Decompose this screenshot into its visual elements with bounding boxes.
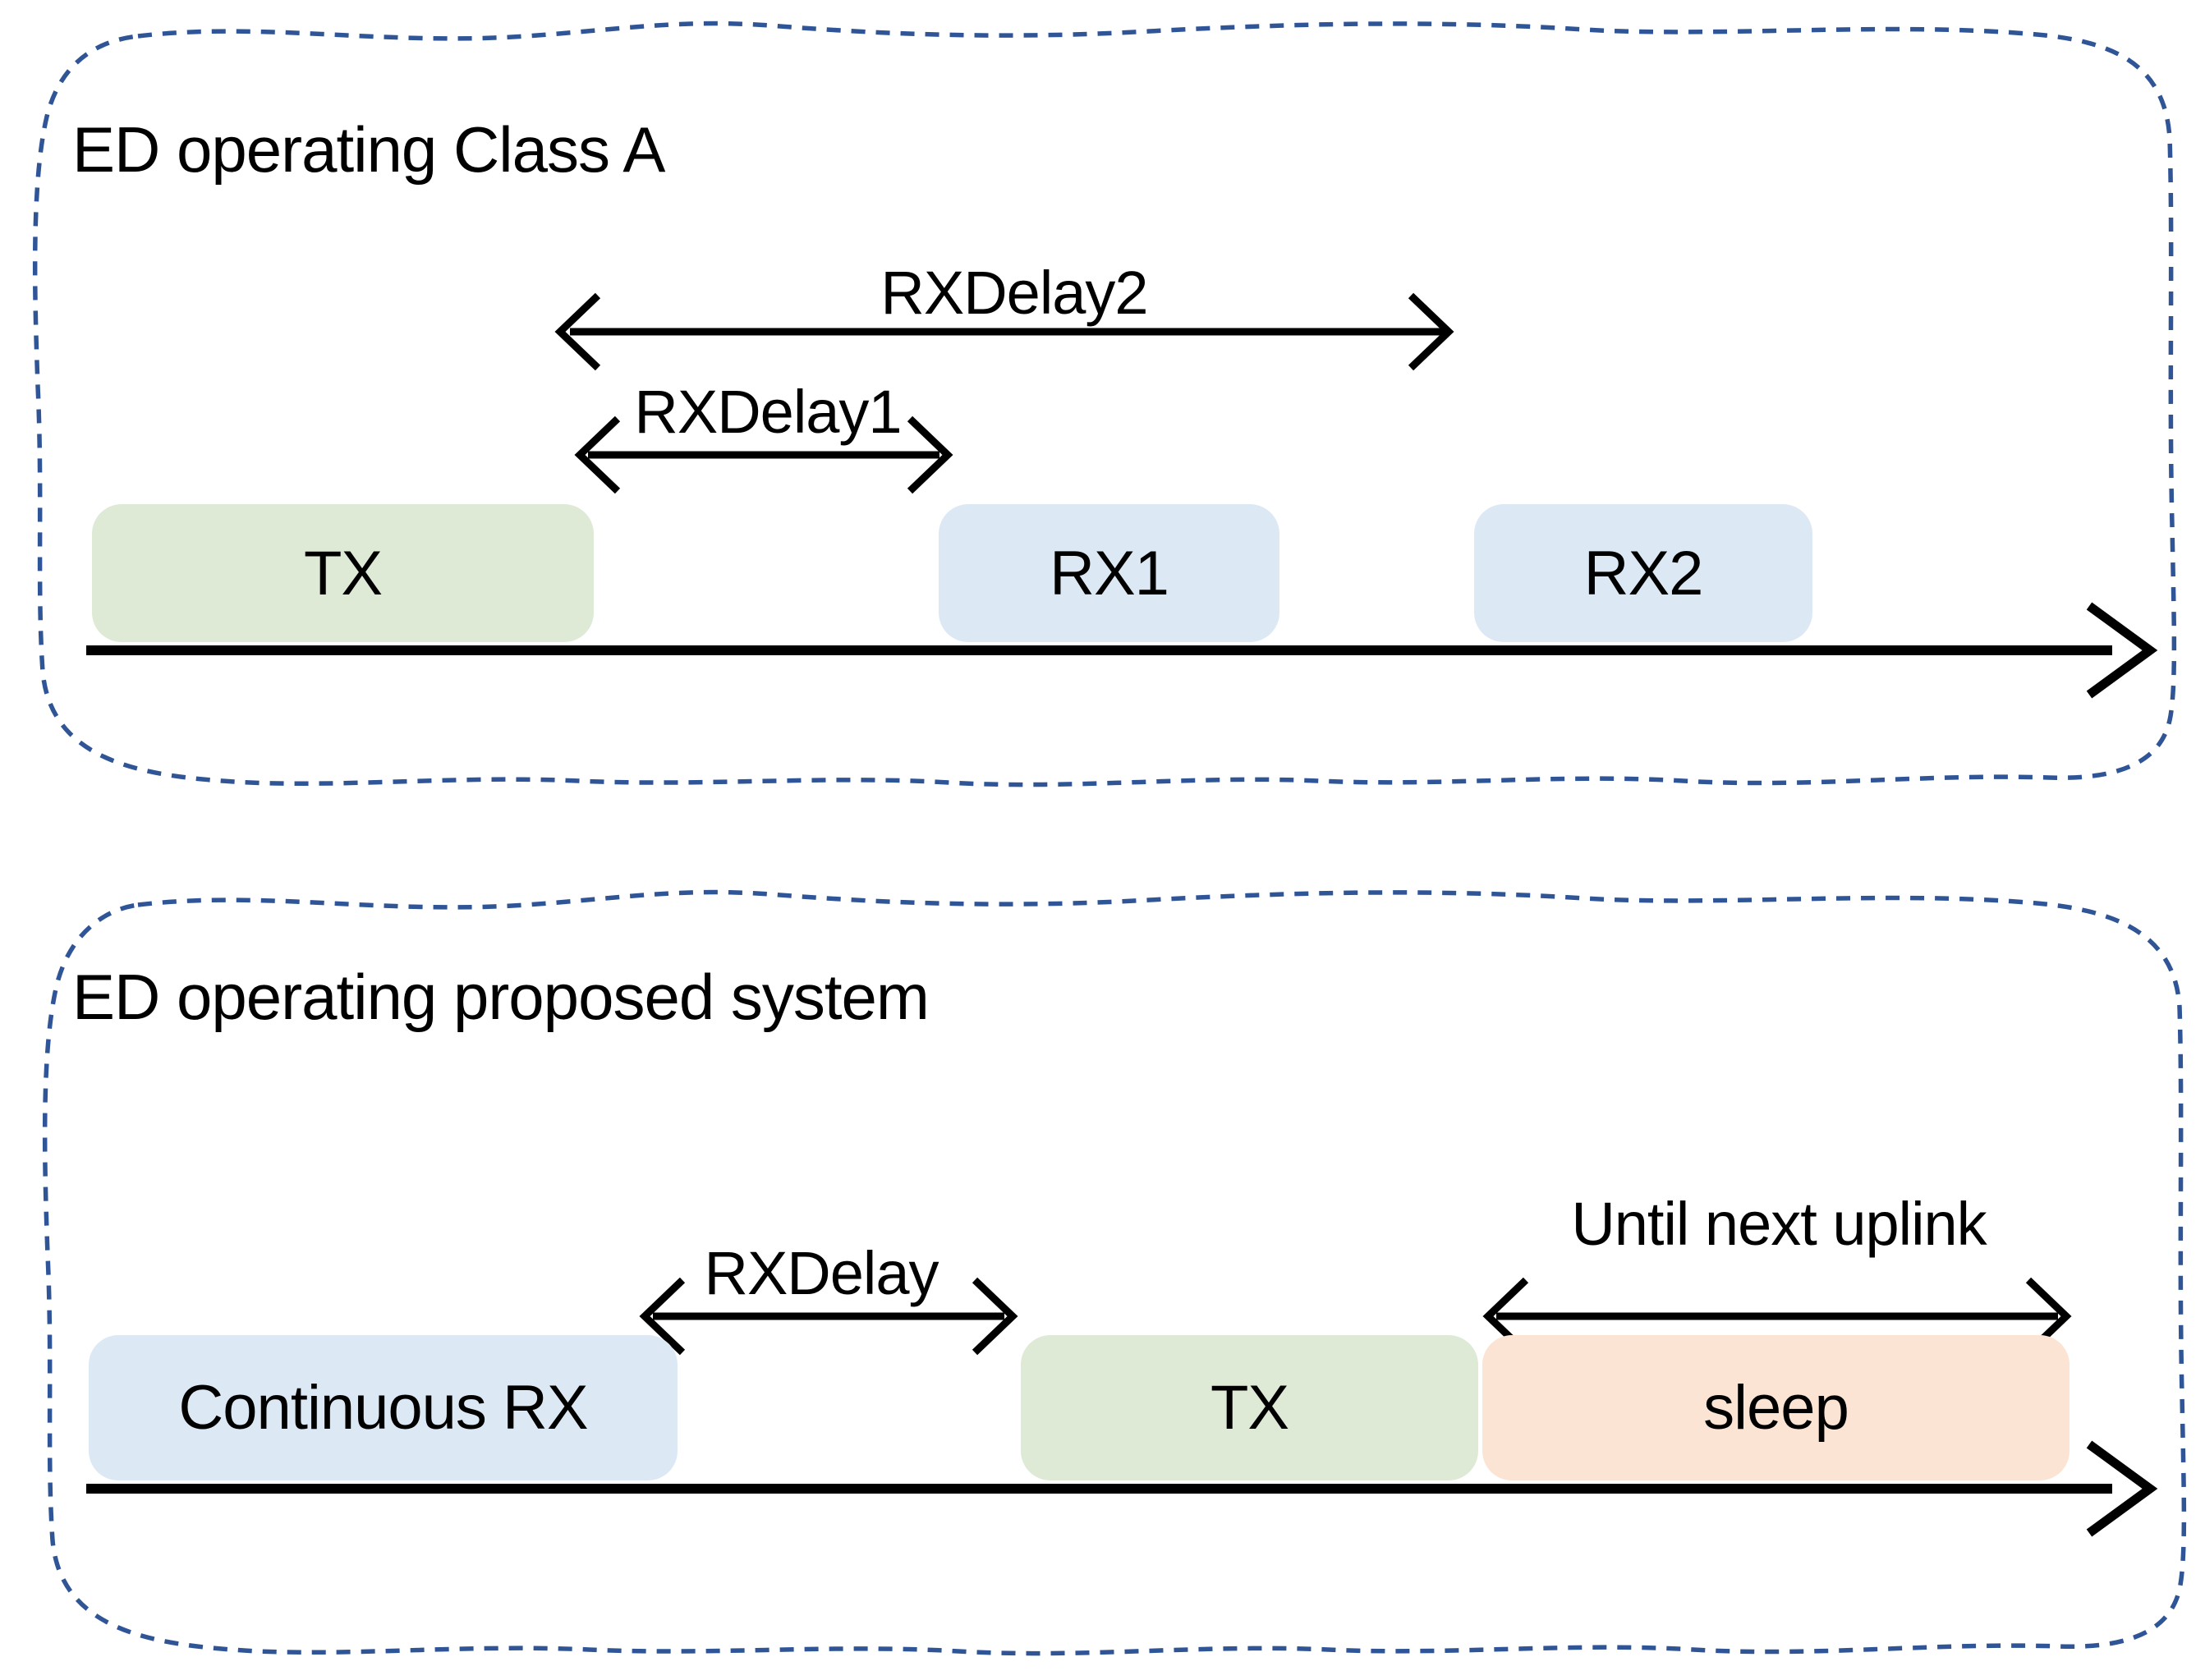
until-next-uplink-label: Until next uplink <box>1571 1190 1987 1258</box>
proposed-tx-box: TX <box>1021 1335 1478 1480</box>
proposed-sleep-box: sleep <box>1482 1335 2069 1480</box>
class-a-rx1-box: RX1 <box>939 504 1279 642</box>
proposed-tx-label: TX <box>1210 1373 1289 1443</box>
class-a-timeline-arrowhead-icon <box>2086 602 2158 699</box>
class-a-tx-label: TX <box>303 538 383 608</box>
proposed-continuous-rx-label: Continuous RX <box>178 1373 588 1443</box>
proposed-continuous-rx-box: Continuous RX <box>89 1335 678 1480</box>
rxdelay1-arrow <box>574 415 953 494</box>
proposed-panel-border <box>42 889 2187 1656</box>
rxdelay-label: RXDelay <box>704 1239 939 1307</box>
rxdelay2-label: RXDelay2 <box>880 259 1148 327</box>
class-a-rx2-box: RX2 <box>1474 504 1812 642</box>
proposed-timeline-arrowhead-icon <box>2086 1440 2158 1537</box>
class-a-panel-title: ED operating Class A <box>72 113 665 186</box>
proposed-sleep-label: sleep <box>1703 1373 1849 1443</box>
class-a-rx1-label: RX1 <box>1050 538 1169 608</box>
rxdelay2-arrow <box>554 292 1454 371</box>
rxdelay-arrow <box>639 1277 1018 1356</box>
rxdelay1-label: RXDelay1 <box>634 378 902 446</box>
class-a-panel-border <box>32 21 2177 787</box>
class-a-timeline-axis <box>86 602 2158 699</box>
proposed-timeline-axis <box>86 1440 2158 1537</box>
class-a-rx2-label: RX2 <box>1583 538 1704 608</box>
proposed-panel-title: ED operating proposed system <box>72 961 930 1033</box>
class-a-tx-box: TX <box>92 504 594 642</box>
